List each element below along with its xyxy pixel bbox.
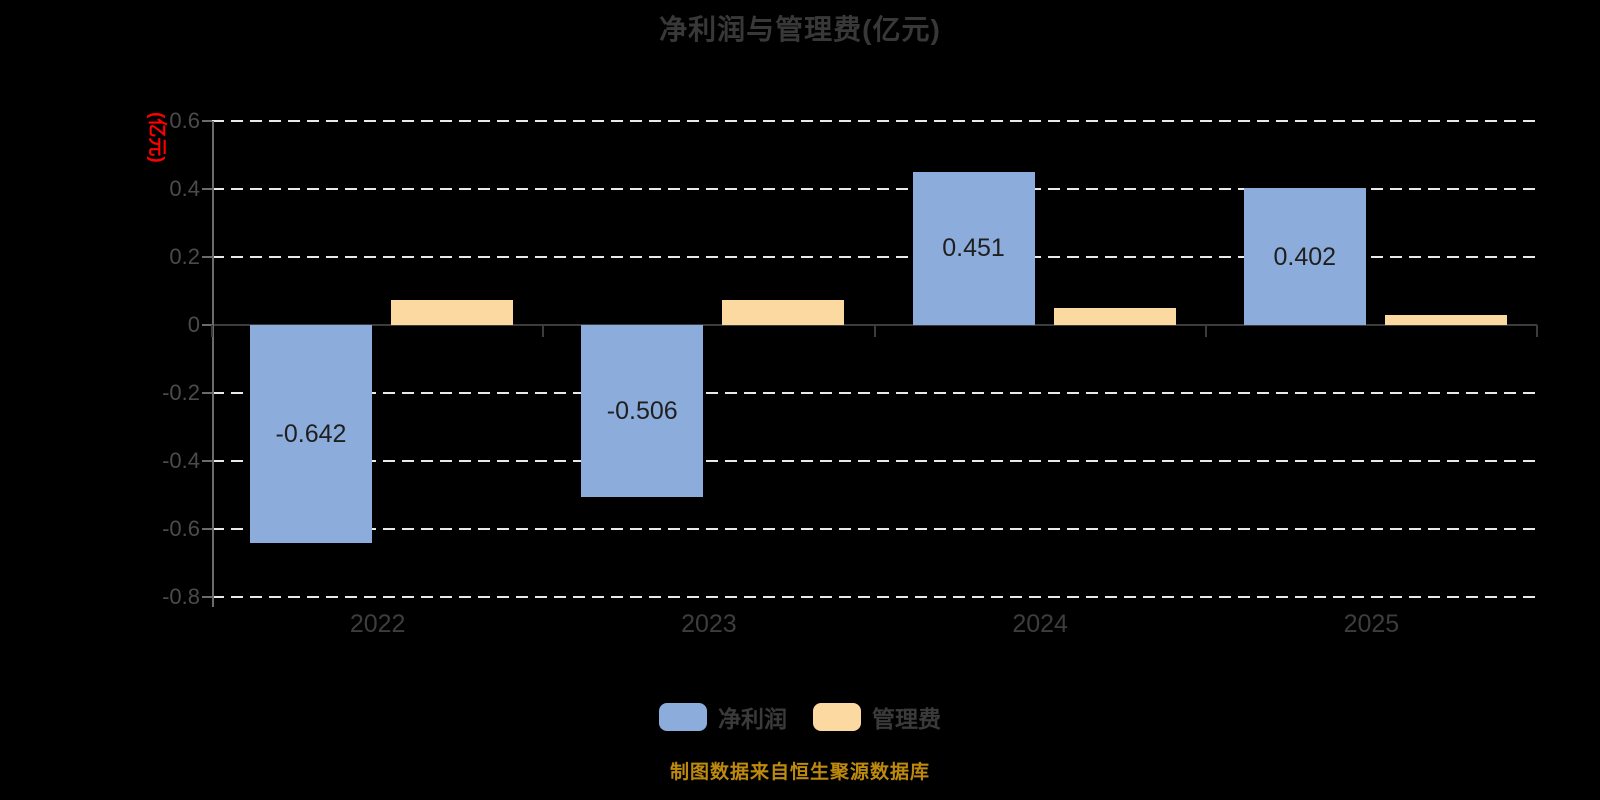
category-tick-mark — [1536, 325, 1538, 337]
gridline — [212, 188, 1537, 190]
legend-item-管理费: 管理费 — [813, 700, 941, 734]
y-tick-mark — [202, 256, 212, 258]
x-tick-label-2024: 2024 — [1012, 610, 1068, 638]
category-tick-mark — [1204, 325, 1207, 337]
bar-管理费-2024 — [1053, 308, 1176, 325]
y-tick-label: 0 — [187, 312, 200, 337]
bar-管理费-2022 — [391, 299, 513, 325]
bar-value-label: -0.506 — [606, 397, 678, 426]
y-tick-label: 0.2 — [169, 244, 200, 269]
bar-value-label: 0.451 — [942, 234, 1005, 263]
bar-value-label: 0.402 — [1273, 242, 1337, 271]
x-tick-label-2023: 2023 — [681, 610, 737, 638]
gridline — [212, 392, 1537, 394]
y-tick-label: 0.4 — [169, 176, 200, 201]
y-tick-label: -0.8 — [162, 584, 200, 609]
y-tick-mark — [202, 596, 212, 598]
legend-swatch — [659, 703, 707, 731]
bar-value-label: -0.642 — [275, 420, 347, 449]
y-tick-label: -0.4 — [162, 448, 200, 473]
legend-label: 管理费 — [872, 706, 941, 732]
y-axis-line — [212, 121, 214, 607]
chart-title: 净利润与管理费(亿元) — [659, 14, 941, 45]
x-tick-label-2022: 2022 — [349, 610, 406, 638]
legend: 净利润 管理费 — [0, 700, 1600, 734]
category-tick-mark — [542, 325, 545, 337]
gridline — [212, 256, 1537, 258]
y-tick-mark — [202, 528, 212, 530]
y-tick-mark — [202, 460, 212, 462]
bar-管理费-2023 — [722, 299, 845, 325]
legend-swatch — [813, 703, 861, 731]
category-tick-mark — [211, 325, 213, 337]
gridline — [212, 460, 1537, 462]
legend-label: 净利润 — [718, 706, 787, 732]
category-tick-mark — [873, 325, 876, 337]
y-tick-mark — [202, 324, 212, 326]
gridline — [212, 596, 1537, 598]
source-note: 制图数据来自恒生聚源数据库 — [669, 762, 930, 783]
y-tick-mark — [202, 188, 212, 190]
y-tick-mark — [202, 120, 212, 122]
bar-管理费-2025 — [1384, 314, 1507, 325]
legend-item-净利润: 净利润 — [659, 700, 787, 734]
bar-净利润-2023 — [581, 325, 704, 498]
gridline — [212, 528, 1537, 530]
bar-净利润-2025 — [1243, 188, 1366, 325]
y-tick-label: -0.2 — [162, 380, 200, 405]
x-tick-label-2025: 2025 — [1343, 610, 1400, 638]
y-tick-label: -0.6 — [162, 516, 200, 541]
bar-净利润-2024 — [912, 171, 1035, 325]
y-tick-label: 0.6 — [169, 108, 200, 133]
gridline — [212, 120, 1537, 122]
y-tick-mark — [202, 392, 212, 394]
bar-净利润-2022 — [250, 325, 372, 544]
